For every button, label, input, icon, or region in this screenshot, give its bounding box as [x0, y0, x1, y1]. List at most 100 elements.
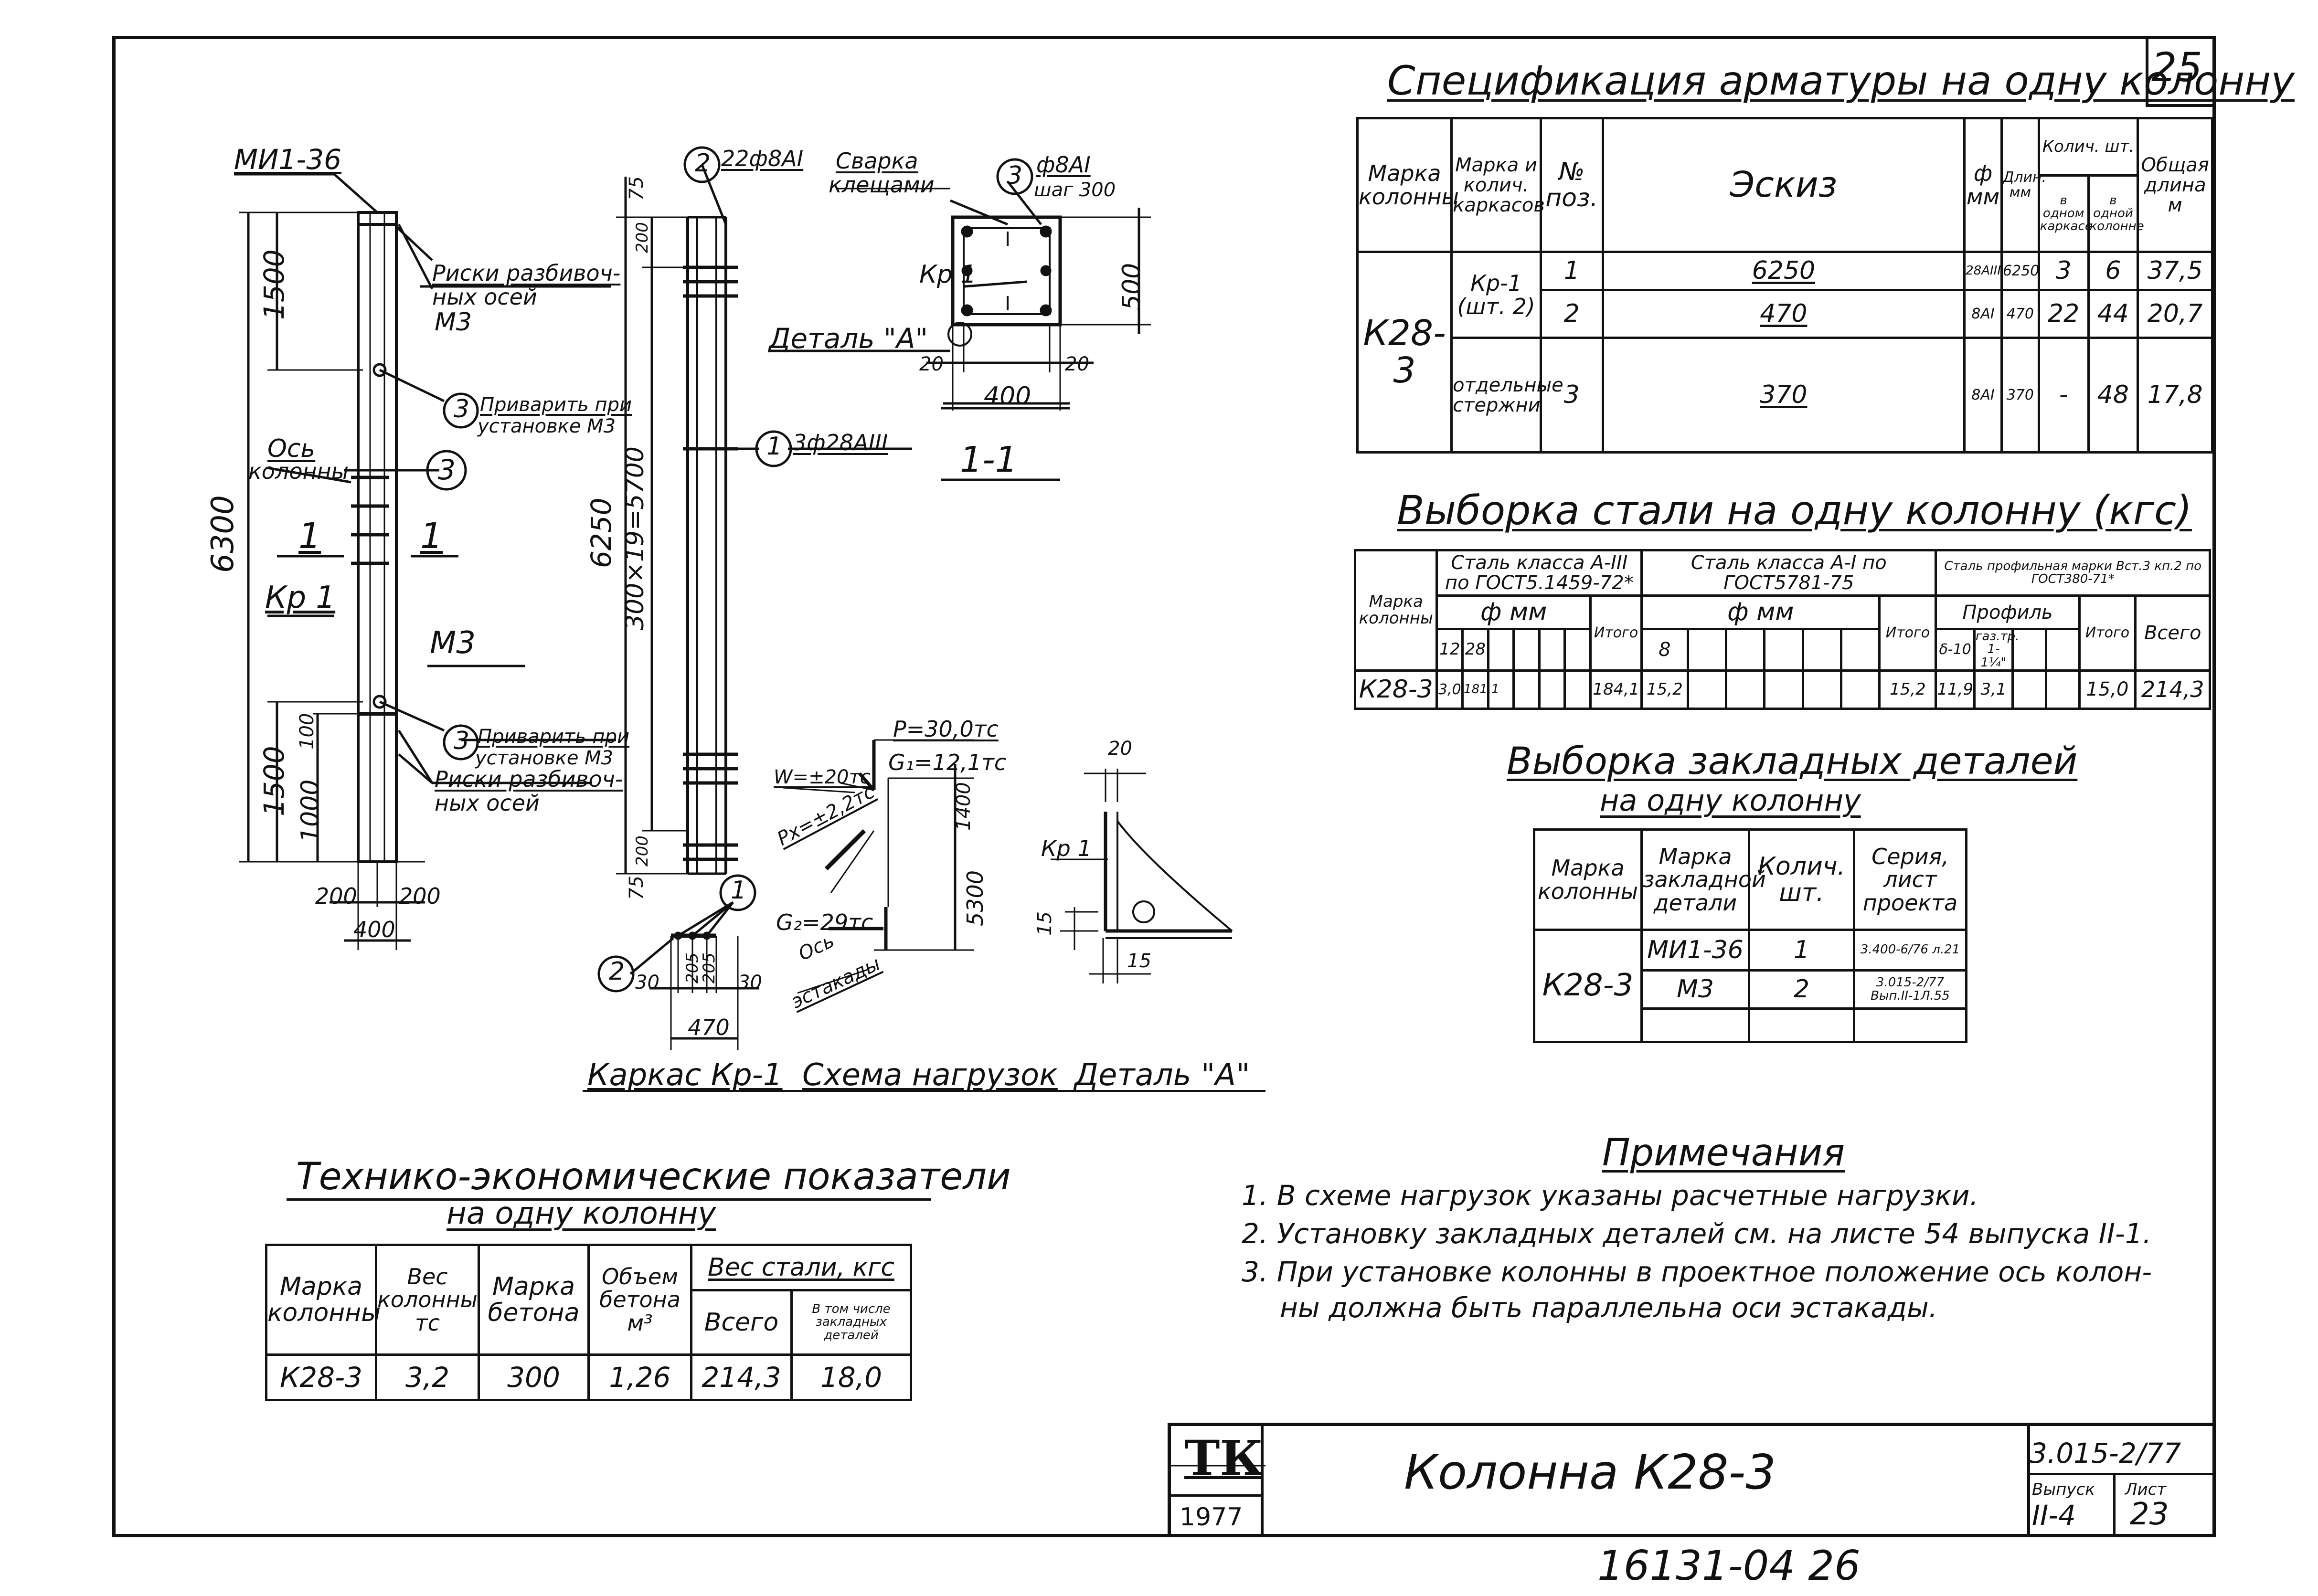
spec-r2-dia: 8АI [1963, 289, 2003, 339]
stamp-issue-label: Выпуск [2032, 1480, 2095, 1499]
tep-concrete: 300 [478, 1353, 590, 1401]
pos-circle-2-stirrup: 2 [609, 957, 625, 986]
dim-20-left: 20 [919, 353, 944, 375]
steel-empty8 [1801, 669, 1843, 710]
label-bar2: 22ф8АI [721, 146, 804, 171]
steel-h-profile-label: Профиль [1935, 594, 2081, 630]
title-block-div2 [2027, 1423, 2030, 1537]
pos-circle-3b: 3 [438, 454, 456, 486]
label-kr1-detail: Кр 1 [1041, 835, 1092, 861]
label-stirrup-1: ф8АI [1036, 152, 1091, 178]
steel-empty3 [1538, 669, 1566, 710]
spec-r2-total: 20,7 [2137, 289, 2213, 339]
emb-r1-series: 3.400-6/76 л.21 [1853, 929, 1967, 972]
dim-1000: 1000 [296, 779, 325, 843]
steel-h-a3: Сталь класса А-III по ГОСТ5.1459-72* [1435, 549, 1642, 597]
steel-h-vsego: Всего [2134, 594, 2211, 672]
emb-r1-qty: 1 [1748, 929, 1855, 972]
steel-h-colmark: Марка колонны [1353, 549, 1438, 672]
emb-empty2 [1748, 1007, 1855, 1043]
steel-h-itogo-a1: Итого [1878, 594, 1937, 672]
stamp-title: Колонна К28-3 [1404, 1444, 1776, 1500]
emb-h-qty: Колич. шт. [1748, 828, 1855, 931]
spec-h-sketch: Эскиз [1601, 117, 1966, 253]
notes-title: Примечания [1602, 1131, 1845, 1174]
dim-500: 500 [1117, 263, 1146, 310]
steel-v28: 181,1 [1461, 669, 1499, 710]
tep-weight: 3,2 [375, 1353, 480, 1401]
steel-h-p1: δ-10 [1935, 628, 1976, 672]
dim-400-section: 400 [984, 382, 1031, 411]
load-g2: G₂=29тс [776, 909, 873, 935]
emb-empty1 [1640, 1007, 1750, 1043]
emb-r2-part: М3 [1640, 969, 1750, 1010]
note-2: 2. Установку закладных деталей см. на ли… [1242, 1217, 2152, 1250]
spec-title: Спецификация арматуры на одну колонну [1387, 57, 2295, 104]
spec-r3-dia: 8АI [1963, 337, 2003, 454]
steel-itogo1: 184,1 [1589, 669, 1643, 710]
spec-r3-qcol: 48 [2087, 337, 2139, 454]
spec-frame: Кр-1 (шт. 2) [1450, 251, 1542, 339]
label-axis-2: колонны [248, 458, 349, 484]
spec-r2-qcol: 44 [2087, 289, 2139, 339]
stamp-year: 1977 [1180, 1503, 1243, 1532]
dim-6300: 6300 [205, 495, 241, 573]
steel-p2: 3,1 [1973, 669, 2014, 710]
load-p: P=30,0тс [893, 716, 999, 742]
steel-h-empty4 [1563, 628, 1592, 672]
steel-h-a1: Сталь класса А-I по ГОСТ5781-75 [1640, 549, 1937, 597]
drawing-frame [112, 36, 2216, 1537]
spec-r2-qframe: 22 [2037, 289, 2090, 339]
steel-h-itogo-a3: Итого [1589, 594, 1643, 672]
emb-empty3 [1853, 1007, 1967, 1043]
label-weld-top-1: Приварить при [480, 394, 632, 416]
steel-title: Выборка стали на одну колонну (кгс) [1397, 487, 2192, 534]
steel-h-empty10 [2011, 628, 2047, 672]
caption-loads: Схема нагрузок [802, 1057, 1058, 1093]
spec-r1-qframe: 3 [2037, 251, 2090, 291]
label-weld-bottom-1: Приварить при [478, 726, 630, 748]
tep-h-incl: В том числе закладных деталей [790, 1289, 913, 1356]
dim-30-left: 30 [635, 972, 659, 994]
embedded-title: Выборка закладных деталей [1507, 740, 2078, 783]
steel-h-empty9 [1840, 628, 1881, 672]
steel-h-empty1 [1487, 628, 1515, 672]
emb-h-part: Марка закладной детали [1640, 828, 1766, 931]
steel-table: Марка колонны Сталь класса А-III по ГОСТ… [1353, 549, 2211, 710]
steel-empty10 [2011, 669, 2047, 710]
dim-205-a: 205 [683, 952, 702, 983]
section-1-1 [769, 158, 1151, 481]
steel-v12: 3,0 [1435, 669, 1464, 710]
dim-6250: 6250 [585, 497, 617, 568]
tep-volume: 1,26 [587, 1353, 692, 1401]
dim-30-right: 30 [738, 972, 762, 994]
steel-h-empty6 [1724, 628, 1766, 672]
dim-1400: 1400 [953, 782, 975, 831]
title-block-div1 [1261, 1423, 1264, 1537]
section-mark-left: 1 [298, 516, 321, 557]
spec-h-colmark: Марка колонны [1356, 117, 1459, 253]
steel-h-d28: 28 [1461, 628, 1489, 672]
label-weld-tongs-2: клещами [829, 172, 935, 198]
steel-h-d8: 8 [1640, 628, 1689, 672]
caption-frame: Каркас Кр-1 [587, 1057, 783, 1093]
steel-itogo2: 15,2 [1878, 669, 1937, 710]
dim-200-frame-top: 200 [633, 222, 652, 253]
spec-r3-len: 370 [2000, 337, 2040, 454]
tep-mark: К28-3 [265, 1353, 377, 1401]
steel-mark: К28-3 [1353, 669, 1438, 710]
label-kr1-section: Кр 1 [919, 260, 977, 289]
note-4: ны должна быть параллельна оси эстакады. [1280, 1291, 1938, 1324]
label-risks-bottom-1: Риски разбивоч- [435, 766, 623, 792]
dim-1500-top: 1500 [258, 249, 290, 320]
spec-separate: отдельные стержни [1450, 337, 1563, 454]
spec-h-len: Длин. мм [2000, 117, 2046, 253]
dim-5700: 300×19=5700 [621, 446, 649, 630]
steel-empty9 [1840, 669, 1881, 710]
label-detail-a-ref: Деталь "А" [769, 322, 928, 355]
dim-20-detail: 20 [1108, 738, 1132, 760]
steel-h-empty5 [1686, 628, 1727, 672]
label-kr1-col: Кр 1 [265, 580, 336, 615]
spec-r1-qcol: 6 [2087, 251, 2139, 291]
pos-circle-3a: 3 [454, 395, 470, 423]
